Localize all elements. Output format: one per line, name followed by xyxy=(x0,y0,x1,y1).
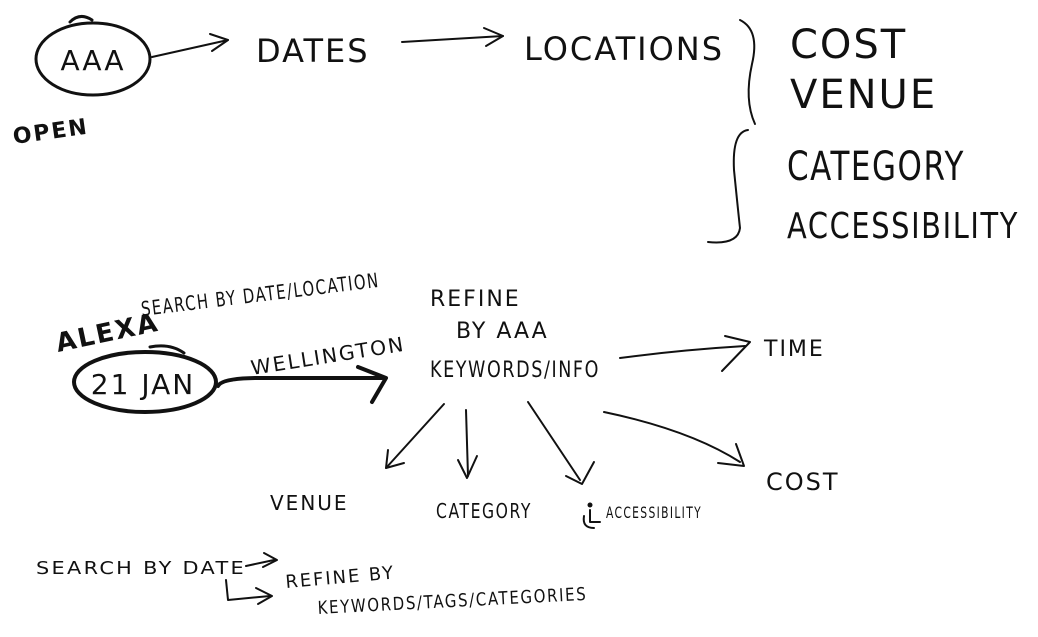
aaa-node-circle xyxy=(34,21,152,97)
jan-node-circle xyxy=(72,350,218,414)
venue-label: VENUE xyxy=(270,491,349,515)
cost-label: COST xyxy=(766,468,840,496)
aaa-node-circle-tail xyxy=(68,15,94,24)
branch-category-label: CATEGORY xyxy=(787,144,965,190)
arrow-refine-to-cost-head xyxy=(717,443,745,467)
time-label: TIME xyxy=(763,337,825,362)
arrow-refine-to-accessibility xyxy=(527,401,581,481)
wellington-label: WELLINGTON xyxy=(249,332,407,380)
bottom-arrow-elbow xyxy=(225,579,271,601)
arrow-dates-to-locations xyxy=(401,35,504,43)
arrow-refine-to-cost xyxy=(603,411,741,463)
dates-label: DATES xyxy=(256,32,370,70)
arrow-jan-to-refine xyxy=(216,376,384,388)
bottom-arrow-dash-head xyxy=(262,552,278,568)
search-heading: SEARCH BY DATE/LOCATION xyxy=(140,268,381,321)
jan-node-label: 21 JAN xyxy=(91,368,195,401)
bottom-arrow-elbow-head xyxy=(255,587,273,605)
refine-line3: KEYWORDS/INFO xyxy=(430,358,600,383)
arrow-aaa-to-dates xyxy=(151,39,229,58)
refine-line2: BY AAA xyxy=(456,319,549,344)
branch-accessibility-label: ACCESSIBILITY xyxy=(787,206,1019,247)
arrow-jan-to-refine-head xyxy=(356,365,388,404)
bottom-arrow-dash xyxy=(245,559,275,567)
brace-upper xyxy=(739,19,756,125)
category-label: CATEGORY xyxy=(436,499,532,523)
refine-line1: REFINE xyxy=(430,287,521,312)
arrow-refine-to-accessibility-head xyxy=(565,461,595,485)
brace-lower xyxy=(707,129,749,244)
arrow-refine-to-time-head xyxy=(721,335,751,372)
arrow-aaa-to-dates-head xyxy=(209,33,229,52)
aaa-node-label: AAA xyxy=(60,44,125,77)
branch-cost-label: COST xyxy=(790,22,907,68)
arrow-refine-to-venue-head xyxy=(385,449,405,469)
accessibility-label: ACCESSIBILITY xyxy=(606,503,702,522)
open-caption: OPEN xyxy=(11,115,90,150)
arrow-refine-to-venue xyxy=(385,403,445,469)
bottom-search-line: SEARCH BY DATE xyxy=(36,558,246,579)
arrow-refine-to-time xyxy=(619,345,746,359)
jan-node-circle-tail xyxy=(148,344,186,355)
bottom-keywords-line: KEYWORDS/TAGS/CATEGORIES xyxy=(317,584,588,619)
locations-label: LOCATIONS xyxy=(524,30,724,68)
arrow-dates-to-locations-head xyxy=(483,27,504,47)
arrow-refine-to-category xyxy=(465,409,469,477)
arrow-refine-to-category-head xyxy=(457,455,478,479)
wheelchair-icon xyxy=(582,502,601,529)
branch-venue-label: VENUE xyxy=(790,72,937,118)
bottom-refine-line: REFINE BY xyxy=(285,562,396,593)
